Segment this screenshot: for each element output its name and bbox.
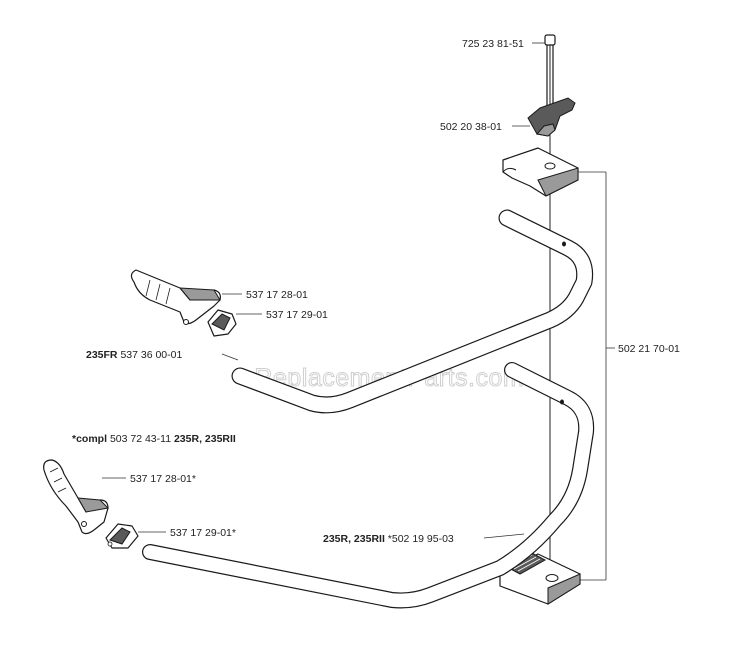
lower-handle-part-number: *502 19 95-03 bbox=[388, 533, 454, 545]
upper-handle-part-number: 537 36 00-01 bbox=[120, 349, 182, 361]
complete-set-label: *compl 503 72 43-11 235R, 235RII bbox=[72, 433, 236, 445]
lower-grip-part bbox=[43, 459, 110, 535]
lower-grip-nut-part bbox=[105, 523, 139, 549]
knob-label: 502 20 38-01 bbox=[440, 121, 502, 133]
upper-clamp-part bbox=[502, 147, 579, 197]
complete-set-models: 235R, 235RII bbox=[174, 433, 236, 445]
upper-grip-nut-label: 537 17 29-01 bbox=[266, 309, 328, 321]
lower-handle-part bbox=[142, 362, 595, 609]
upper-handle-label: 235FR 537 36 00-01 bbox=[86, 349, 182, 361]
lower-handle-leader bbox=[483, 533, 525, 539]
upper-handle-model: 235FR bbox=[86, 349, 118, 361]
knob-part bbox=[527, 97, 576, 137]
lower-handle-model: 235R, 235RII bbox=[323, 533, 385, 545]
bracket-assembly-label: 502 21 70-01 bbox=[618, 343, 680, 355]
lower-grip-label: 537 17 28-01* bbox=[130, 473, 196, 485]
lower-clamp-part bbox=[499, 551, 581, 605]
upper-grip-nut-part bbox=[207, 309, 237, 337]
bracket-assembly-bracket bbox=[578, 171, 615, 581]
lower-grip-nut-label: 537 17 29-01* bbox=[170, 527, 236, 539]
lower-handle-label: 235R, 235RII *502 19 95-03 bbox=[323, 533, 454, 545]
complete-set-part-number: 503 72 43-11 bbox=[110, 433, 171, 445]
upper-grip-part bbox=[130, 269, 221, 325]
complete-set-prefix: *compl bbox=[72, 433, 107, 445]
upper-grip-label: 537 17 28-01 bbox=[246, 289, 308, 301]
bolt-part bbox=[544, 34, 556, 113]
bolt-label: 725 23 81-51 bbox=[462, 38, 524, 50]
upper-handle-leader bbox=[221, 353, 239, 361]
upper-handle-part bbox=[231, 209, 594, 414]
